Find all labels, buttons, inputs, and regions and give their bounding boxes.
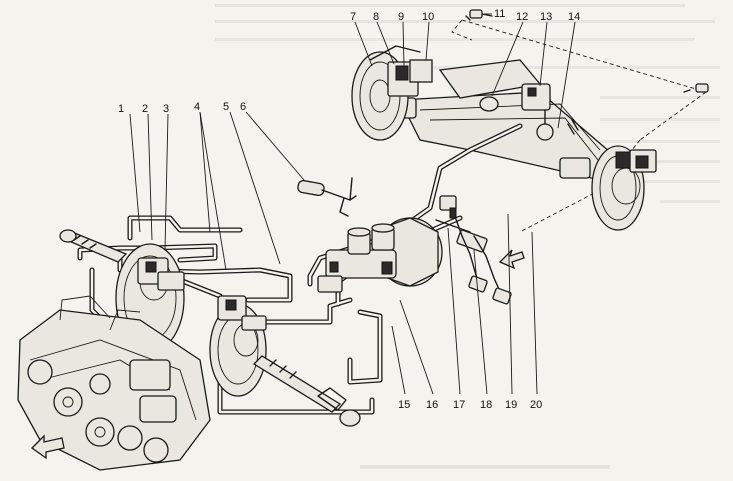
handbrake-lever <box>297 177 357 217</box>
callout-20: 20 <box>530 399 542 411</box>
callout-labels: 1 2 3 4 5 6 7 8 9 10 11 12 13 14 15 16 1… <box>118 8 580 411</box>
callout-10: 10 <box>422 11 434 23</box>
direction-arrow-icon <box>498 249 525 270</box>
callout-7: 7 <box>350 11 356 23</box>
bleed-through-text <box>215 4 720 469</box>
callout-15: 15 <box>398 399 410 411</box>
drive-shafts <box>59 229 361 427</box>
rear-right-disc <box>591 145 657 231</box>
callout-14: 14 <box>568 11 580 23</box>
callout-1: 1 <box>118 103 124 115</box>
front-right-disc <box>209 295 267 397</box>
callout-6: 6 <box>240 101 246 113</box>
callout-18: 18 <box>480 399 492 411</box>
bleed-screw-parts <box>465 9 709 93</box>
master-cylinder <box>317 223 397 293</box>
travel-arrow-icon <box>30 434 65 460</box>
leader-lines <box>129 13 576 395</box>
guide-lines <box>451 19 707 233</box>
rear-left-disc <box>351 45 433 141</box>
callout-5: 5 <box>223 101 229 113</box>
callout-13: 13 <box>540 11 552 23</box>
callout-12: 12 <box>516 11 528 23</box>
callout-17: 17 <box>453 399 465 411</box>
callout-8: 8 <box>373 11 379 23</box>
pressure-regulator <box>479 83 579 141</box>
pedal-assembly <box>435 195 512 305</box>
callout-19: 19 <box>505 399 517 411</box>
callout-11: 11 <box>494 8 505 20</box>
engine-block <box>17 295 211 471</box>
callout-16: 16 <box>426 399 438 411</box>
callout-3: 3 <box>163 103 169 115</box>
callout-4: 4 <box>194 101 200 113</box>
callout-9: 9 <box>398 11 404 23</box>
callout-2: 2 <box>142 103 148 115</box>
